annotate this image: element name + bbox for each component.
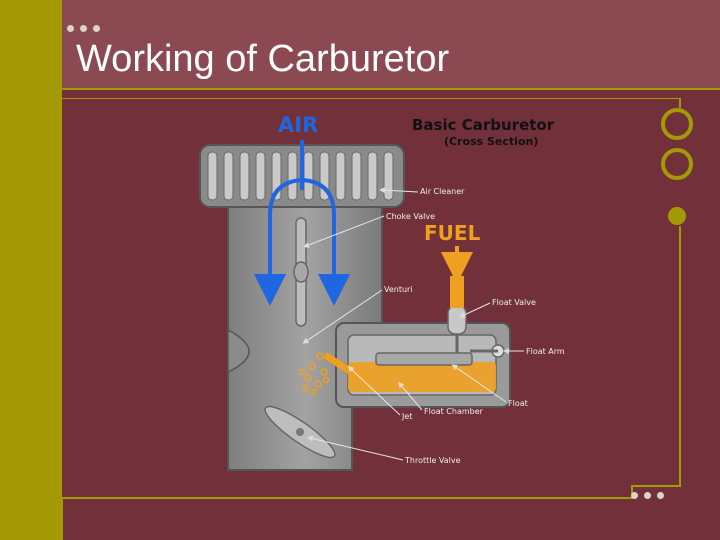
float: [375, 352, 473, 366]
air-flow-arrows: [254, 140, 350, 306]
callout-float-arm: Float Arm: [526, 347, 565, 356]
jet-channel: [323, 352, 372, 386]
dot: [644, 492, 651, 499]
callout-float-valve: Float Valve: [492, 298, 536, 307]
diagram-heading: Basic Carburetor: [412, 116, 555, 134]
dot-icon: [668, 207, 686, 225]
callout-float: Float: [508, 399, 528, 408]
title-band: [62, 0, 720, 88]
carburetor-diagram: AIR Basic Carburetor (Cross Section) FUE…: [199, 113, 565, 471]
callout-jet: Jet: [401, 412, 412, 421]
fuel-label: FUEL: [424, 221, 481, 245]
callout-venturi: Venturi: [384, 285, 413, 294]
callout-throttle-valve: Throttle Valve: [404, 456, 461, 465]
title-divider: [62, 88, 720, 90]
dot: [657, 492, 664, 499]
callout-choke-valve: Choke Valve: [386, 212, 435, 221]
air-label: AIR: [278, 113, 318, 137]
choke-valve: [293, 217, 309, 327]
fuel-inlet: [450, 276, 464, 308]
ring-icon: [661, 148, 693, 180]
venturi-bulge: [227, 328, 250, 374]
dot: [631, 492, 638, 499]
dot: [67, 25, 74, 32]
dot: [93, 25, 100, 32]
fuel-droplets: [298, 352, 330, 396]
diagram-subheading: (Cross Section): [444, 135, 538, 148]
accent-bar: [0, 0, 62, 540]
callout-air-cleaner: Air Cleaner: [420, 187, 465, 196]
slide-title: Working of Carburetor: [76, 38, 450, 80]
decorative-dots-bottom: [631, 492, 664, 499]
dot: [80, 25, 87, 32]
ring-icon: [661, 108, 693, 140]
callout-float-chamber: Float Chamber: [424, 407, 484, 416]
throttle-valve: [264, 405, 336, 459]
decorative-dots-top: [67, 25, 100, 32]
float-valve: [447, 305, 467, 335]
